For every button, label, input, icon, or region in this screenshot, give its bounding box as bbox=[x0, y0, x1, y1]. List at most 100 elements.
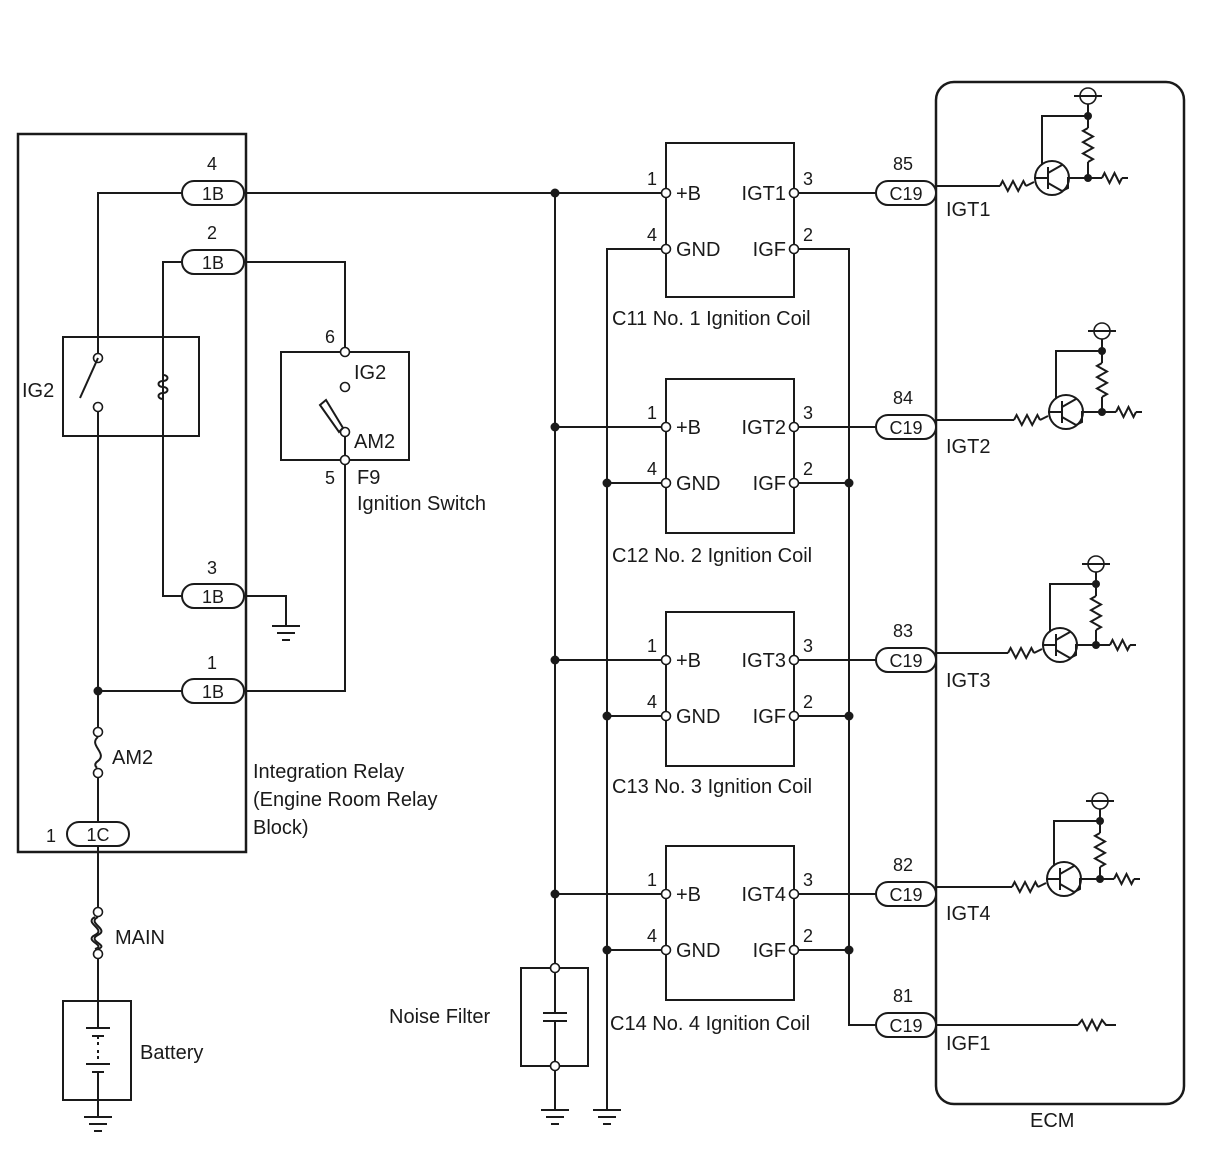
ignition-coil-1: 1 4 3 2 +B GND IGT1 IGF C11 No. 1 Igniti… bbox=[612, 142, 813, 330]
coil-pin-igf: 2 bbox=[803, 926, 813, 946]
transistor-collector bbox=[1055, 631, 1071, 641]
coil-pin-b: 1 bbox=[647, 870, 657, 890]
output-resistor-icon bbox=[1115, 404, 1137, 420]
coil-b-label: +B bbox=[676, 183, 701, 205]
ig2-relay-contact bbox=[79, 357, 99, 399]
coil-pin-igt: 3 bbox=[803, 870, 813, 890]
ecm-signal-label: IGT4 bbox=[946, 903, 990, 925]
ecm-signal-label: IGF1 bbox=[946, 1033, 990, 1055]
relay-ig2-label: IG2 bbox=[22, 380, 54, 402]
ignition-coil-3: 1 4 3 2 +B GND IGT3 IGF C13 No. 3 Igniti… bbox=[612, 611, 813, 798]
connector-c19-label: C19 bbox=[889, 184, 922, 204]
switch-name: Ignition Switch bbox=[357, 493, 486, 515]
main-fuse-label: MAIN bbox=[115, 927, 165, 949]
switch-pin-5: 5 bbox=[325, 468, 335, 488]
coil-pin-gnd: 4 bbox=[647, 926, 657, 946]
transistor-emitter bbox=[1061, 416, 1077, 426]
coil-box bbox=[665, 845, 795, 1001]
junction-dot bbox=[1096, 875, 1104, 883]
coil-label: C14 No. 4 Ignition Coil bbox=[610, 1013, 810, 1035]
power-bus bbox=[550, 188, 666, 968]
ecm-label: ECM bbox=[1030, 1110, 1074, 1132]
coil-label: C13 No. 3 Ignition Coil bbox=[612, 776, 812, 798]
ground-bus bbox=[602, 248, 666, 1110]
relay-external-wiring bbox=[244, 192, 666, 692]
coil-pin-igt: 3 bbox=[803, 169, 813, 189]
ecm-input-igt1: 85 C19 IGT1 bbox=[875, 154, 990, 221]
ecm: ECM 85 C19 IGT1 84 C19 IGT2 83 C19 IGT3 … bbox=[875, 80, 1186, 1132]
transistor-collector bbox=[1059, 865, 1075, 875]
emitter-wire bbox=[1075, 411, 1102, 426]
main-fuse-icon bbox=[93, 916, 103, 950]
coil-pin-igt: 3 bbox=[803, 403, 813, 423]
coil-pin-igf: 2 bbox=[803, 459, 813, 479]
junction-dot bbox=[1092, 580, 1100, 588]
coil-box bbox=[665, 611, 795, 767]
switch-am2-label: AM2 bbox=[354, 431, 395, 453]
junction-dot bbox=[1096, 817, 1104, 825]
pullup-resistor-icon bbox=[1094, 362, 1110, 398]
integration-relay: IG2 AM2 4 1B 2 1B 3 1B 1 1B 1 1C Integra… bbox=[16, 132, 438, 854]
ecm-pin-number: 84 bbox=[893, 388, 913, 408]
emitter-wire bbox=[1061, 177, 1088, 192]
coil-box bbox=[665, 378, 795, 534]
ig2-relay-box bbox=[62, 336, 200, 437]
coil-pin-b: 1 bbox=[647, 636, 657, 656]
base-resistor-icon bbox=[1013, 412, 1041, 428]
connector-c19-label: C19 bbox=[889, 651, 922, 671]
transistor-collector bbox=[1047, 164, 1063, 174]
collector-wire bbox=[1041, 115, 1088, 165]
ecm-input-igt3: 83 C19 IGT3 bbox=[875, 621, 990, 692]
connector-1b-label: 1B bbox=[202, 184, 224, 204]
coil-label: C11 No. 1 Ignition Coil bbox=[612, 308, 811, 330]
pullup-resistor-icon bbox=[1088, 595, 1104, 631]
coil-gnd-label: GND bbox=[676, 940, 720, 962]
ecm-signal-label: IGT3 bbox=[946, 670, 990, 692]
output-resistor-icon bbox=[1113, 871, 1135, 887]
battery-icon bbox=[86, 1001, 110, 1100]
connector-1b-label: 1B bbox=[202, 682, 224, 702]
ecm-box bbox=[934, 80, 1186, 1106]
battery: Battery bbox=[62, 1000, 203, 1101]
ecm-driver-circuits bbox=[936, 87, 1142, 897]
connector-c19-label: C19 bbox=[889, 885, 922, 905]
relay-pin-1: 1 bbox=[207, 653, 217, 673]
ig2-relay-coil-icon bbox=[157, 374, 169, 400]
coil-b-label: +B bbox=[676, 884, 701, 906]
base-resistor-icon bbox=[1007, 645, 1035, 661]
coil-pin-gnd: 4 bbox=[647, 225, 657, 245]
junction-dot bbox=[1092, 641, 1100, 649]
am2-fuse-icon bbox=[94, 736, 102, 770]
igt-wiring bbox=[798, 192, 876, 895]
collector-wire bbox=[1055, 350, 1102, 399]
connector-c19 bbox=[875, 180, 937, 206]
switch-pin-6: 6 bbox=[325, 327, 335, 347]
main-fuse: MAIN bbox=[90, 846, 165, 1001]
emitter-wire bbox=[1073, 878, 1100, 893]
switch-ig2-label: IG2 bbox=[354, 362, 386, 384]
wire bbox=[1037, 882, 1047, 888]
relay-pin-2: 2 bbox=[207, 223, 217, 243]
battery-label: Battery bbox=[140, 1042, 203, 1064]
ecm-driver-1 bbox=[936, 87, 1128, 196]
coil-gnd-label: GND bbox=[676, 706, 720, 728]
connector-c19 bbox=[875, 881, 937, 907]
connector-c19-label: C19 bbox=[889, 418, 922, 438]
integration-relay-box bbox=[16, 132, 248, 854]
base-resistor-icon bbox=[1011, 879, 1039, 895]
ecm-driver-4 bbox=[936, 792, 1140, 897]
connector-1b-label: 1B bbox=[202, 253, 224, 273]
ignition-switch-lever-icon bbox=[318, 398, 345, 434]
junction-dot bbox=[1084, 174, 1092, 182]
connector-c19 bbox=[875, 647, 937, 673]
junction-dot bbox=[1084, 112, 1092, 120]
ignition-coil-2: 1 4 3 2 +B GND IGT2 IGF C12 No. 2 Igniti… bbox=[612, 378, 813, 567]
coil-b-label: +B bbox=[676, 417, 701, 439]
ecm-driver-2 bbox=[936, 322, 1142, 430]
ecm-input-igt2: 84 C19 IGT2 bbox=[875, 388, 990, 458]
relay-pin-4: 4 bbox=[207, 154, 217, 174]
relay-pin-3: 3 bbox=[207, 558, 217, 578]
ecm-driver-3 bbox=[936, 555, 1136, 663]
coil-pin-igf: 2 bbox=[803, 692, 813, 712]
base-resistor-icon bbox=[999, 178, 1027, 194]
